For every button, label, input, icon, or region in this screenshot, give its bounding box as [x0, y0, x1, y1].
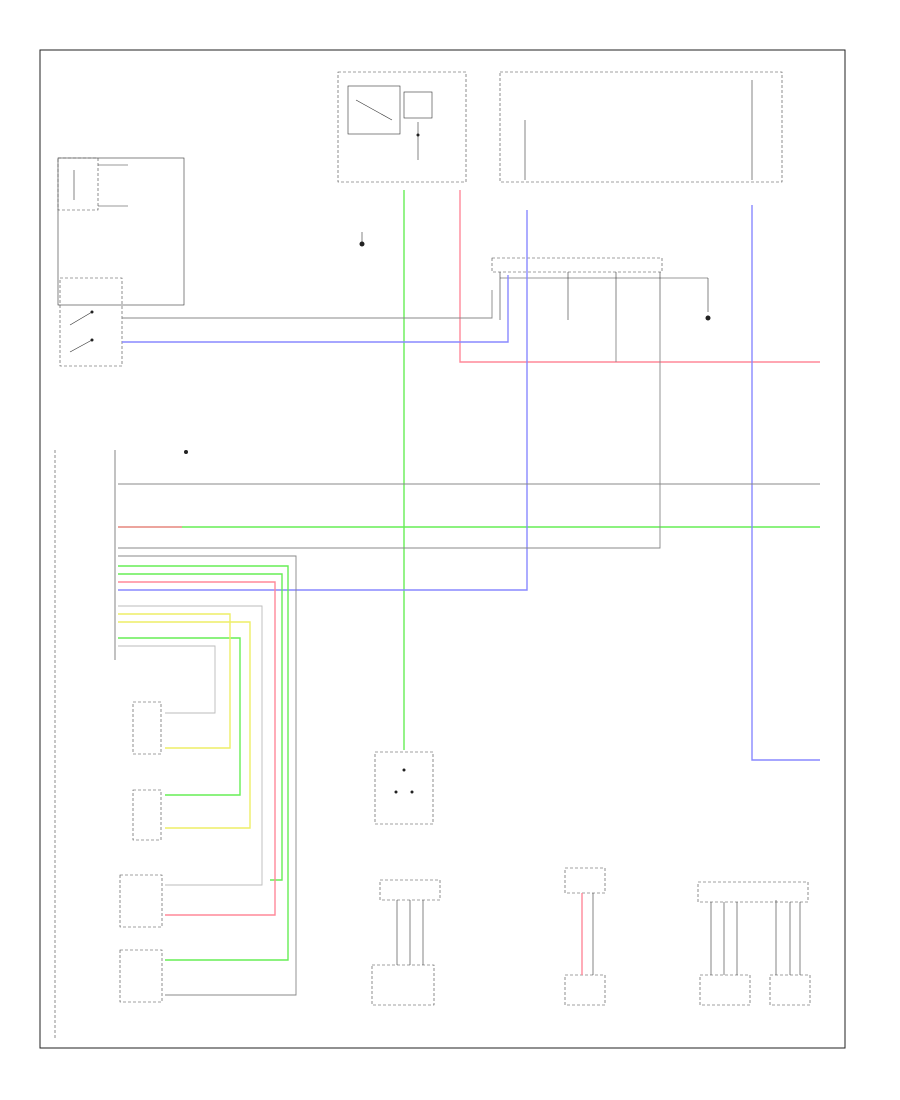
center-sensor [374, 751, 434, 825]
wire-gray-left-b [118, 605, 263, 886]
wire-yellow-b [118, 613, 231, 749]
splice-dot [184, 450, 188, 454]
wire-green-c [118, 637, 241, 796]
wire-blue-main [118, 210, 528, 591]
wire-gray-top [122, 290, 493, 319]
main-connector [54, 450, 116, 1040]
wires [118, 190, 820, 996]
top-left-component [337, 71, 467, 183]
wire-green-b [118, 573, 283, 881]
diagram-frame [39, 49, 846, 1049]
wire-green-a [118, 565, 289, 961]
wire-yellow-a [118, 621, 251, 829]
wire-pink-left [118, 581, 276, 916]
bottom-connectors [371, 867, 811, 1006]
wire-pink-top [459, 190, 820, 363]
bottom-left-components [119, 701, 163, 1003]
wire-gray-mid [118, 300, 661, 549]
left-upper-switch [57, 157, 185, 306]
wire-blue-right [751, 205, 820, 761]
wire-gray-connector-right [118, 555, 297, 996]
wire-blue-switch [122, 275, 509, 343]
junction-row [491, 257, 711, 321]
left-lower-switch [59, 277, 123, 367]
ground-symbol [359, 232, 365, 247]
top-right-component [499, 71, 783, 183]
wire-gray-left [118, 645, 216, 714]
